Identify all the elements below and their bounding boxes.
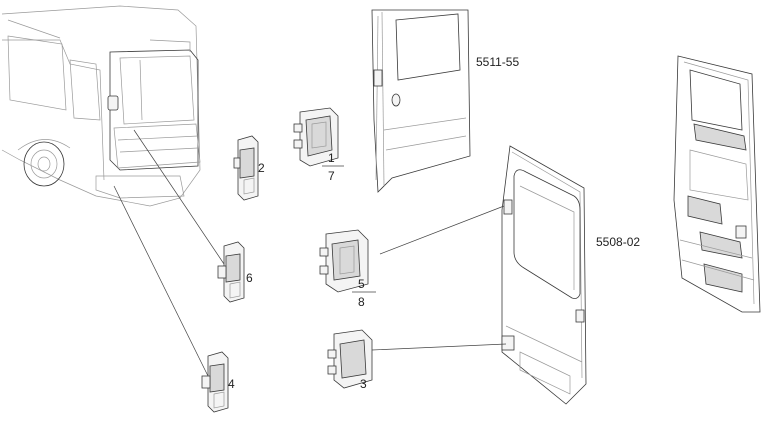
- part-1-7-module: [293, 107, 339, 167]
- part-label-1: 1: [328, 151, 335, 165]
- ref-label-5508-02: 5508-02: [596, 235, 640, 249]
- part-4-latch: [201, 351, 229, 413]
- leader-lines: [113, 129, 507, 377]
- part-label-6: 6: [246, 271, 253, 285]
- part-label-7: 7: [328, 169, 335, 183]
- part-5-8-module: [319, 229, 369, 293]
- rear-door-full-panel: [501, 145, 587, 405]
- part-3-module: [327, 329, 373, 389]
- part-label-4: 4: [228, 377, 235, 391]
- part-2-latch: [233, 135, 259, 201]
- rear-door-upper-panel: [371, 9, 471, 193]
- part-label-8: 8: [358, 295, 365, 309]
- ref-label-5511-55: 5511-55: [476, 55, 519, 69]
- part-label-5: 5: [358, 277, 365, 291]
- part-label-3: 3: [360, 377, 367, 391]
- rear-door-inner-view: [673, 55, 761, 313]
- van-rear-illustration: [1, 5, 201, 207]
- part-6-latch: [217, 241, 245, 303]
- part-label-2: 2: [258, 161, 265, 175]
